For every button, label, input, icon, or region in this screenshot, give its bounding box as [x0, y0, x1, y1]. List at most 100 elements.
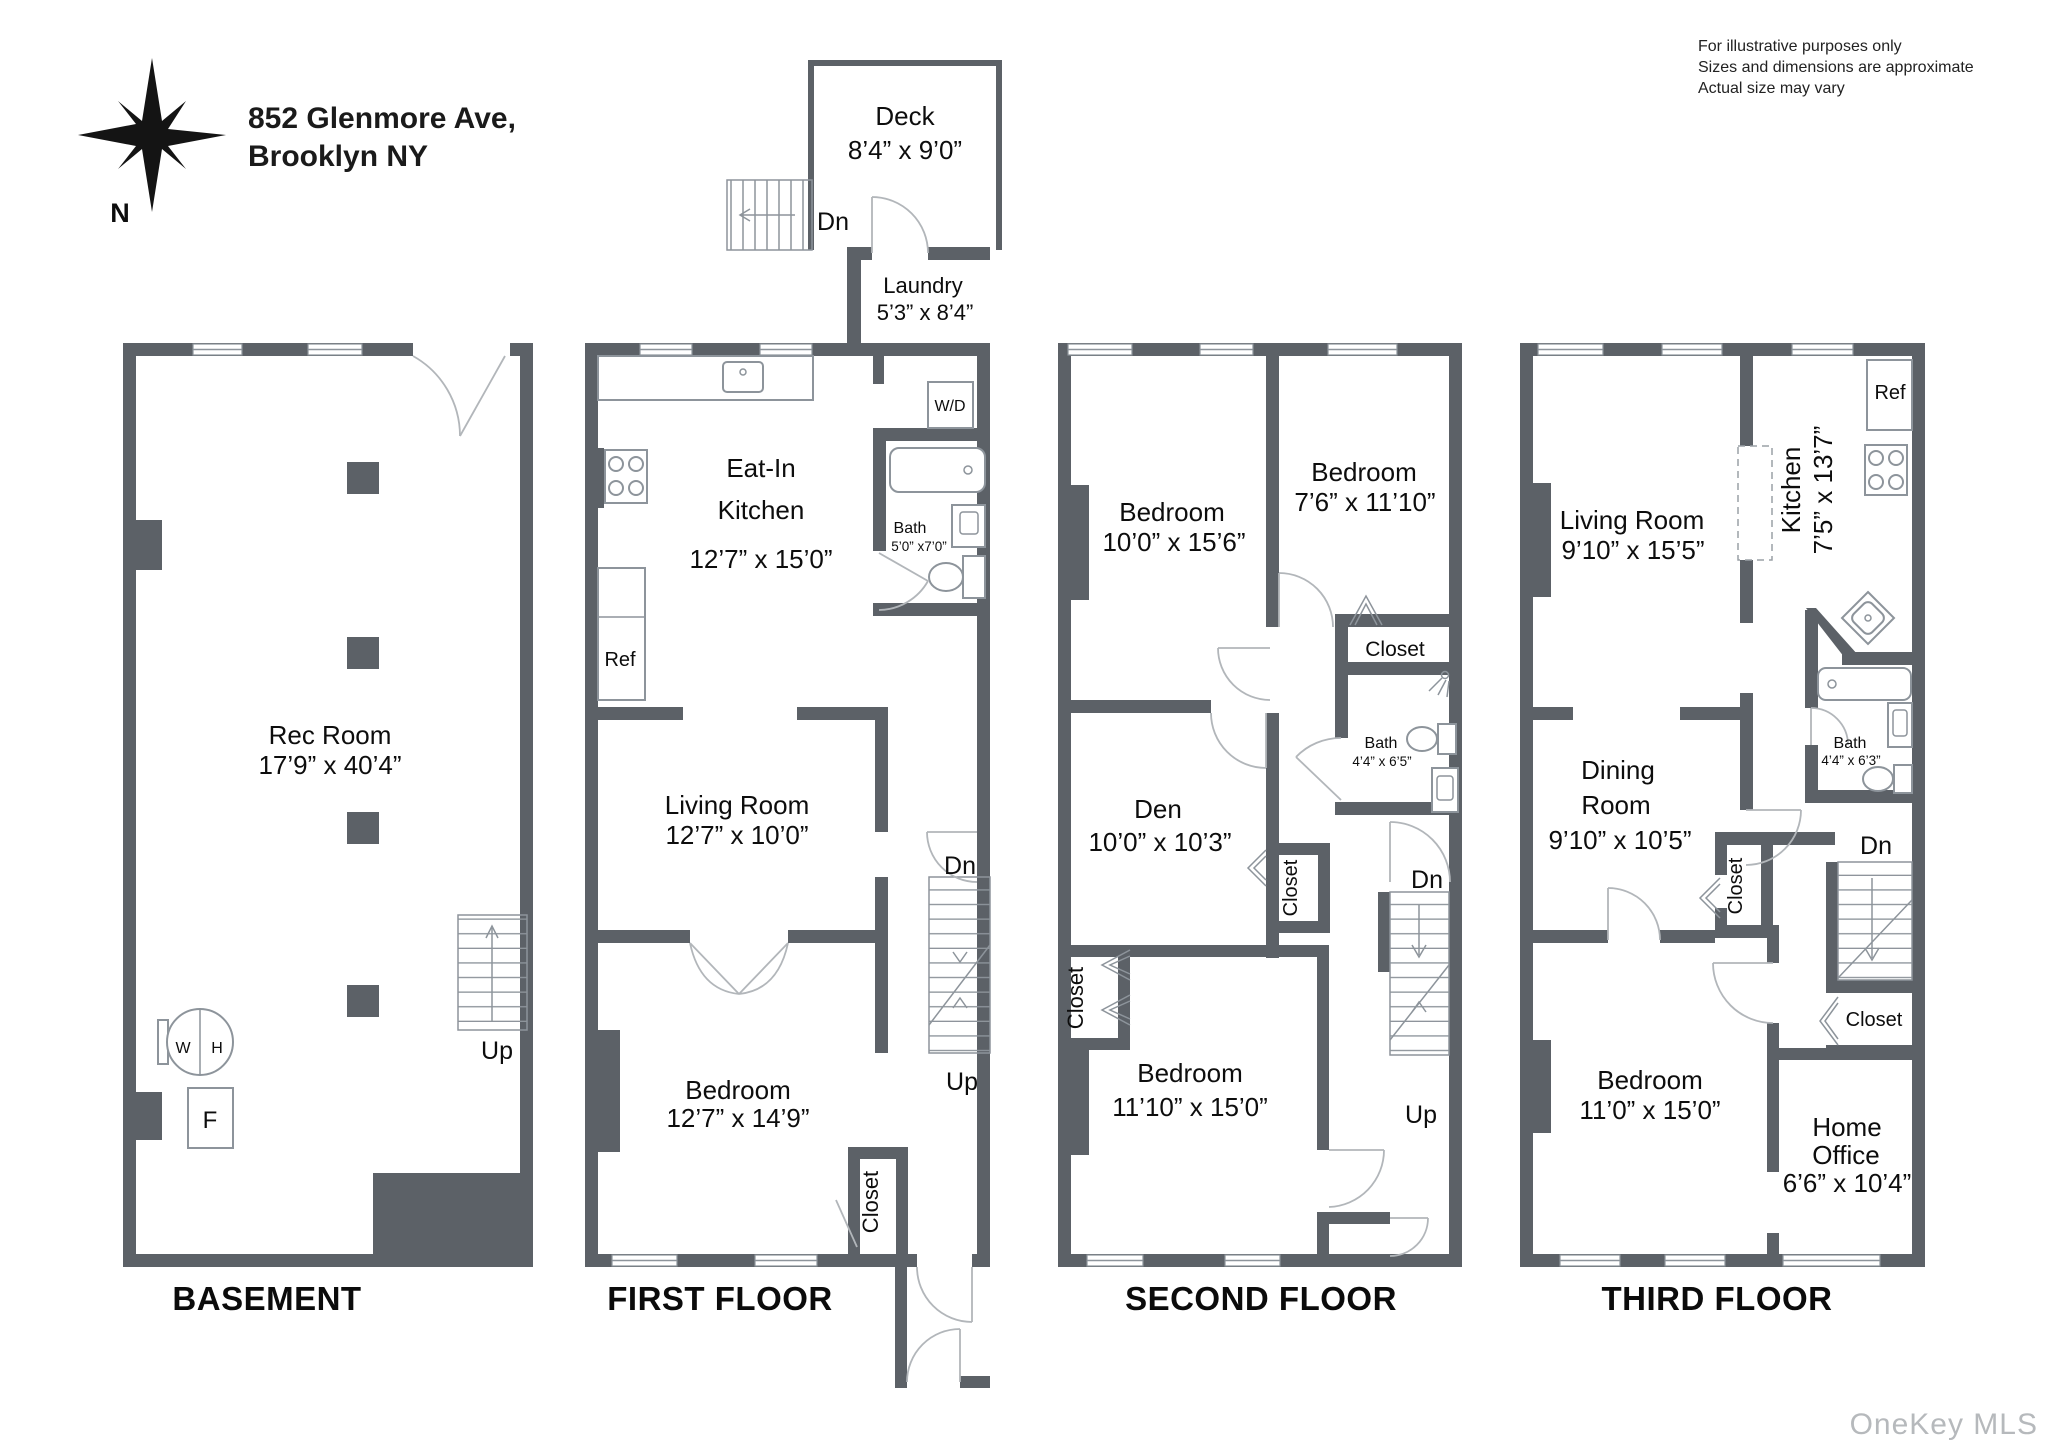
furnace-label: F: [203, 1107, 218, 1134]
third-closet2: Closet: [1819, 996, 1903, 1046]
onekey-mls-watermark: OneKey MLS: [1849, 1408, 2038, 1441]
furnace-icon: F: [187, 1087, 234, 1149]
second-closet2-label: Closet: [1280, 859, 1302, 916]
third-office-name2: Office: [1812, 1140, 1879, 1170]
third-dining-name2: Room: [1581, 790, 1650, 820]
second-stairs-dn-label: Dn: [1411, 866, 1443, 894]
third-floor-windows: [1537, 343, 1881, 1267]
first-wd: W/D: [927, 381, 974, 429]
rec-room-name: Rec Room: [269, 720, 392, 750]
first-kitchen-dims: 12’7” x 15’0”: [689, 544, 832, 574]
third-kitchen-fixtures: [1806, 359, 1913, 662]
first-floor-title: FIRST FLOOR: [607, 1280, 833, 1317]
third-closet1: Closet: [1698, 857, 1747, 919]
basement-title: BASEMENT: [172, 1280, 362, 1317]
second-bedroom1-dims: 10’0” x 15’6”: [1102, 527, 1245, 557]
third-floor-plan: Living Room 9’10” x 15’5” Kitchen 7’5” x…: [1520, 343, 1925, 1267]
second-bedroom2-dims: 7’6” x 11’10”: [1294, 487, 1435, 517]
second-den-name: Den: [1134, 794, 1182, 824]
water-heater-w: W: [175, 1040, 191, 1057]
second-bedroom2-name: Bedroom: [1311, 457, 1417, 487]
second-floor-windows: [1067, 343, 1398, 1267]
address-line2: Brooklyn NY: [248, 140, 429, 173]
first-bath-dims: 5’0” x7’0”: [891, 539, 947, 554]
second-hall-doors: [1210, 572, 1342, 801]
third-dining-dims: 9’10” x 10’5”: [1548, 825, 1691, 855]
address-line1: 852 Glenmore Ave,: [248, 102, 516, 135]
third-living-dims: 9’10” x 15’5”: [1561, 535, 1704, 565]
third-floor-title: THIRD FLOOR: [1601, 1280, 1833, 1317]
first-ref-label: Ref: [604, 649, 636, 671]
deck-stairs-dn-label: Dn: [817, 208, 849, 236]
first-living-name: Living Room: [665, 790, 810, 820]
first-bedroom-dims: 12’7” x 14’9”: [666, 1103, 809, 1133]
third-bedroom-dims: 11’0” x 15’0”: [1579, 1095, 1720, 1125]
first-bedroom-name: Bedroom: [685, 1075, 791, 1105]
compass-n-label: N: [110, 198, 130, 228]
second-bedroom1-name: Bedroom: [1119, 497, 1225, 527]
first-closet-label: Closet: [858, 1171, 883, 1233]
second-bath-name: Bath: [1365, 735, 1398, 752]
third-living-name: Living Room: [1560, 505, 1705, 535]
deck-dims: 8’4” x 9’0”: [848, 135, 962, 165]
second-bedroom3-dims: 11’10” x 15’0”: [1112, 1092, 1268, 1122]
third-dining-name1: Dining: [1581, 755, 1655, 785]
second-closet2: Closet: [1246, 849, 1302, 916]
third-hall-doors: [1607, 809, 1802, 1024]
basement-stairs: [457, 914, 528, 1031]
third-office-dims: 6’6” x 10’4”: [1783, 1168, 1912, 1198]
first-bath-name: Bath: [894, 520, 927, 537]
second-floor-plan: Bedroom 10’0” x 15’6” Bedroom 7’6” x 11’…: [1058, 343, 1462, 1267]
property-address: 852 Glenmore Ave, Brooklyn NY: [248, 100, 516, 176]
second-stairs-up-label: Up: [1405, 1101, 1437, 1129]
second-floor-title: SECOND FLOOR: [1125, 1280, 1397, 1317]
disclaimer-line3: Actual size may vary: [1698, 80, 1845, 97]
rec-room-dims: 17’9” x 40’4”: [258, 750, 401, 780]
second-bedroom3-name: Bedroom: [1137, 1058, 1243, 1088]
third-bath: Bath 4’4” x 6’3”: [1810, 667, 1913, 794]
first-kitchen-name1: Eat-In: [726, 453, 795, 483]
third-closet1-label: Closet: [1725, 857, 1747, 914]
deck-name: Deck: [875, 101, 935, 131]
second-lower-doors: [1328, 1149, 1429, 1257]
second-closet3-label: Closet: [1063, 967, 1088, 1029]
first-stairs-up-label: Up: [946, 1068, 978, 1096]
laundry-name: Laundry: [883, 273, 963, 298]
disclaimer: For illustrative purposes only Sizes and…: [1698, 36, 1974, 99]
basement-walls: [123, 343, 533, 1267]
first-living-dims: 12’7” x 10’0”: [665, 820, 808, 850]
first-closet: Closet: [835, 1171, 883, 1248]
first-kitchen-name2: Kitchen: [718, 495, 805, 525]
second-bath-dims: 4’4” x 6’5”: [1352, 754, 1411, 769]
laundry: Laundry 5’3” x 8’4”: [847, 196, 990, 347]
disclaimer-line2: Sizes and dimensions are approximate: [1698, 59, 1974, 76]
first-entry-doors: [906, 1266, 973, 1383]
third-kitchen-dims: 7’5” x 13’7”: [1808, 426, 1838, 555]
basement-windows: [192, 343, 363, 356]
first-bath: Bath 5’0” x7’0”: [878, 447, 986, 611]
third-stairs: [1837, 861, 1913, 981]
first-wd-label: W/D: [934, 398, 965, 415]
kitchen-fixtures: [597, 355, 814, 701]
laundry-dims: 5’3” x 8’4”: [877, 300, 974, 325]
third-bedroom-name: Bedroom: [1597, 1065, 1703, 1095]
basement-entry-door: [412, 343, 510, 437]
third-office-name1: Home: [1812, 1112, 1881, 1142]
basement-stairs-up-label: Up: [481, 1037, 513, 1065]
water-heater-icon: W H: [157, 1008, 234, 1076]
third-bath-dims: 4’4” x 6’3”: [1821, 753, 1880, 768]
third-kitchen-counter-dashed: [1737, 445, 1773, 561]
first-stairs-dn-label: Dn: [944, 852, 976, 880]
third-closet2-label: Closet: [1846, 1009, 1903, 1031]
third-ref-label: Ref: [1874, 382, 1906, 404]
basement-plan: Up W H F Rec Room 17’9” x 40’4”: [123, 343, 533, 1267]
third-stairs-dn-label: Dn: [1860, 832, 1892, 860]
second-closet1: Closet: [1349, 594, 1425, 661]
third-kitchen-name: Kitchen: [1776, 447, 1806, 534]
second-closet1-label: Closet: [1365, 638, 1425, 661]
compass-icon: N: [78, 58, 226, 228]
second-stairs: [1389, 821, 1451, 1056]
disclaimer-line1: For illustrative purposes only: [1698, 38, 1902, 55]
